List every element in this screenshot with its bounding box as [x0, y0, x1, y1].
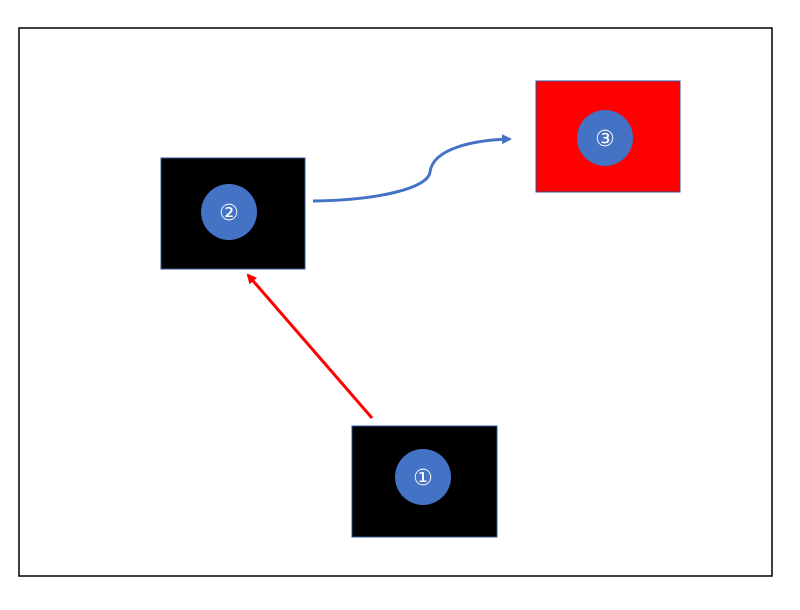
node-2-badge: [201, 184, 257, 240]
edge-2-to-3-arrow: [312, 134, 512, 203]
node-3-label: ③: [595, 127, 615, 152]
node-1: ①: [351, 425, 498, 538]
edge-1-to-2-arrow: [246, 273, 374, 419]
node-3: ③: [535, 80, 681, 193]
node-2-label: ②: [219, 201, 239, 226]
node-2: ②: [160, 157, 306, 270]
node-1-badge: [395, 449, 451, 505]
node-3-badge: [577, 110, 633, 166]
node-1-label: ①: [413, 466, 433, 491]
